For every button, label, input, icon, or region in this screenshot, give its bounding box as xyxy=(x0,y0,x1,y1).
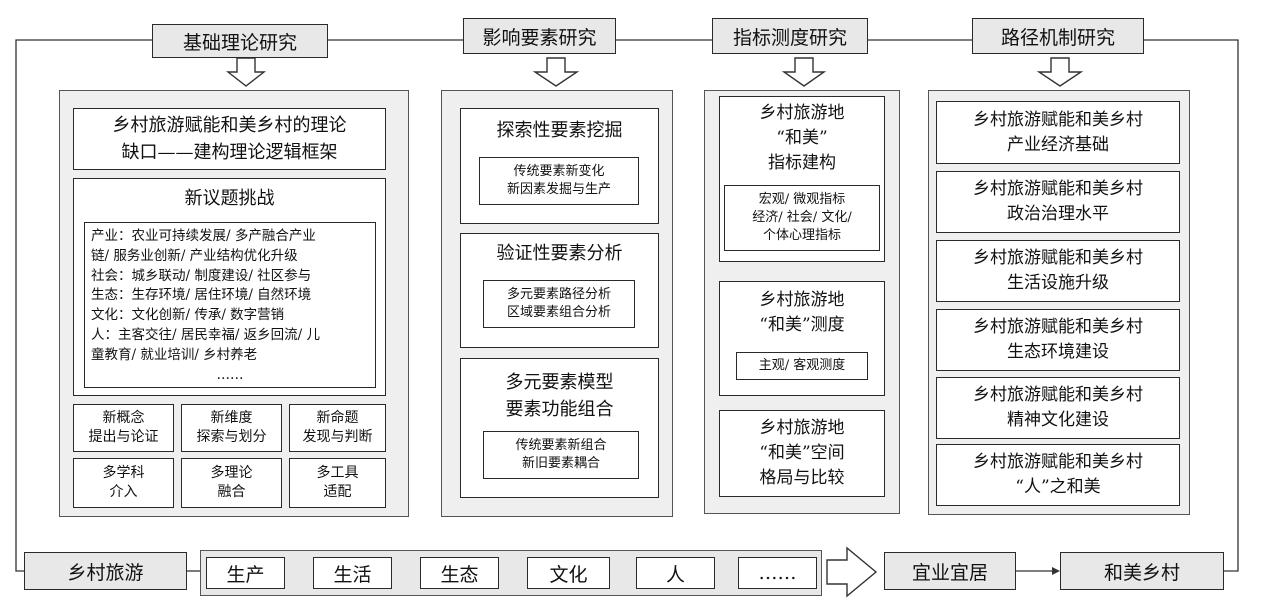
dimension-people: 人 xyxy=(636,557,715,589)
challenge-line: 链/ 服务业创新/ 产业结构优化升级 xyxy=(91,247,298,264)
challenge-box: 新议题挑战 产业：农业可持续发展/ 多产融合产业 链/ 服务业创新/ 产业结构优… xyxy=(73,178,386,396)
challenge-line: 社会：城乡联动/ 制度建设/ 社区参与 xyxy=(91,267,312,284)
dimension-culture: 文化 xyxy=(527,557,610,589)
model-box: 多元要素模型 要素功能组合 传统要素新组合 新旧要素耦合 xyxy=(460,358,659,498)
exploratory-detail: 传统要素新变化 新因素发掘与生产 xyxy=(479,157,639,205)
mechanism-item: 乡村旅游赋能和美乡村 “人”之和美 xyxy=(936,444,1180,506)
verification-title: 验证性要素分析 xyxy=(496,243,623,264)
down-arrow-mechanism xyxy=(1036,57,1084,87)
header-mechanism: 路径机制研究 xyxy=(972,18,1144,54)
challenge-line: 产业：农业可持续发展/ 多产融合产业 xyxy=(91,228,316,244)
indicator-build-title: 乡村旅游地 “和美” 指标建构 xyxy=(759,103,845,173)
challenge-list: 产业：农业可持续发展/ 多产融合产业 链/ 服务业创新/ 产业结构优化升级 社会… xyxy=(84,222,376,388)
challenge-title: 新议题挑战 xyxy=(184,188,275,209)
mechanism-item: 乡村旅游赋能和美乡村 产业经济基础 xyxy=(936,101,1180,164)
down-arrow-factors xyxy=(532,57,580,87)
new-dimension-box: 新维度 探索与划分 xyxy=(181,404,282,452)
verification-box: 验证性要素分析 多元要素路径分析 区域要素组合分析 xyxy=(460,233,659,348)
multi-theory-box: 多理论 融合 xyxy=(181,458,282,508)
indicator-measure-box: 乡村旅游地 “和美”测度 主观/ 客观测度 xyxy=(719,281,885,396)
header-indicators: 指标测度研究 xyxy=(712,18,868,54)
indicator-measure-title: 乡村旅游地 “和美”测度 xyxy=(759,290,845,335)
left-frame-line xyxy=(15,39,152,572)
mechanism-item: 乡村旅游赋能和美乡村 生活设施升级 xyxy=(936,240,1180,302)
mechanism-item: 乡村旅游赋能和美乡村 政治治理水平 xyxy=(936,171,1180,233)
theory-gap-box: 乡村旅游赋能和美乡村的理论 缺口——建构理论逻辑框架 xyxy=(73,108,386,170)
challenge-line: 童教育/ 就业培训/ 乡村养老 xyxy=(91,346,258,363)
challenge-line: 人：主客交往/ 居民幸福/ 返乡回流/ 儿 xyxy=(91,326,321,343)
down-arrow-theory xyxy=(225,57,267,87)
rural-tourism-box: 乡村旅游 xyxy=(24,552,187,590)
indicator-build-box: 乡村旅游地 “和美” 指标建构 宏观/ 微观指标 经济/ 社会/ 文化/ 个体心… xyxy=(719,96,885,262)
header-theory: 基础理论研究 xyxy=(152,24,328,58)
dimension-production: 生产 xyxy=(206,557,285,589)
dimension-strip xyxy=(200,550,822,596)
new-proposition-box: 新命题 发现与判断 xyxy=(289,404,386,452)
dimension-ecology: 生态 xyxy=(420,557,499,589)
right-frame-line xyxy=(1144,39,1239,572)
dimension-life: 生活 xyxy=(313,557,392,589)
indicator-build-detail: 宏观/ 微观指标 经济/ 社会/ 文化/ 个体心理指标 xyxy=(724,185,880,251)
challenge-ellipsis: …… xyxy=(216,366,244,383)
down-arrow-indicators xyxy=(781,57,827,87)
challenge-line: 生态：生存环境/ 居住环境/ 自然环境 xyxy=(91,287,312,304)
exploratory-title: 探索性要素挖掘 xyxy=(496,120,623,141)
mechanism-item: 乡村旅游赋能和美乡村 精神文化建设 xyxy=(936,377,1180,439)
indicator-measure-detail: 主观/ 客观测度 xyxy=(736,352,868,380)
new-concept-box: 新概念 提出与论证 xyxy=(73,404,174,452)
challenge-line: 文化：文化创新/ 传承/ 数字营销 xyxy=(91,307,285,324)
model-title: 多元要素模型 要素功能组合 xyxy=(505,372,614,420)
indicator-spatial-box: 乡村旅游地 “和美”空间 格局与比较 xyxy=(719,410,885,497)
livable-box: 宜业宜居 xyxy=(884,552,1016,590)
harmonious-village-box: 和美乡村 xyxy=(1060,552,1224,590)
header-factors: 影响要素研究 xyxy=(463,18,616,54)
mechanism-item: 乡村旅游赋能和美乡村 生态环境建设 xyxy=(936,309,1180,371)
exploratory-box: 探索性要素挖掘 传统要素新变化 新因素发掘与生产 xyxy=(460,108,659,224)
harmonious-arrowhead xyxy=(1052,567,1060,575)
multi-discipline-box: 多学科 介入 xyxy=(73,458,174,508)
multi-tool-box: 多工具 适配 xyxy=(289,458,386,508)
verification-detail: 多元要素路径分析 区域要素组合分析 xyxy=(483,280,635,328)
model-detail: 传统要素新组合 新旧要素耦合 xyxy=(483,431,639,479)
dimension-more: …… xyxy=(738,557,817,589)
right-hollow-arrow xyxy=(826,546,878,598)
